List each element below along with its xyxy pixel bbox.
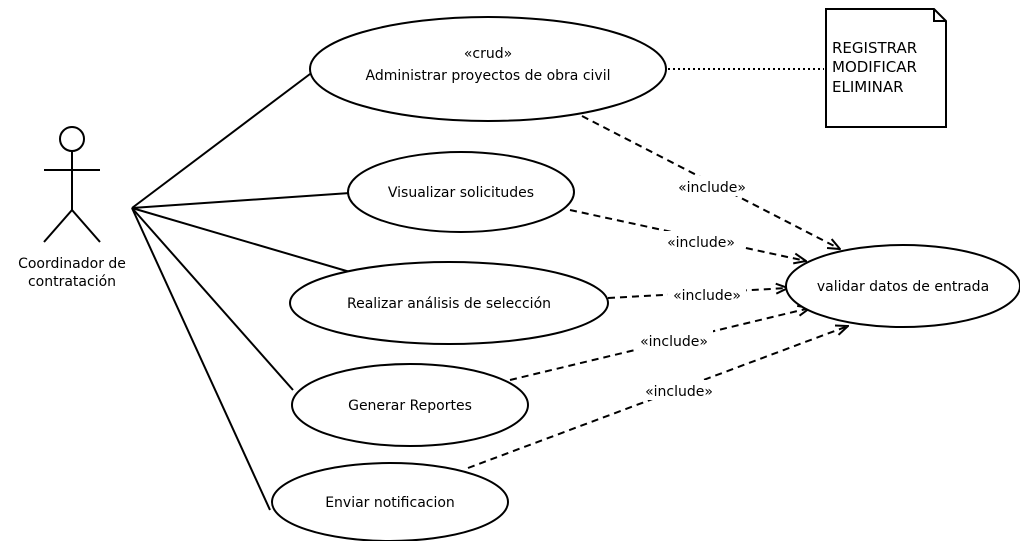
- note-fold: [933, 9, 946, 22]
- note-body: [825, 8, 947, 128]
- actor-name-line1: Coordinador de: [18, 256, 126, 272]
- use-case-reportes-label: Generar Reportes: [348, 398, 472, 414]
- association-reportes: [131, 207, 294, 391]
- include-label-notificacion: «include»: [645, 384, 713, 400]
- include-arrow-reportes: [509, 308, 810, 381]
- actor-right-leg: [71, 209, 101, 243]
- use-case-admin-stereotype: «crud»: [464, 46, 512, 62]
- include-label-analisis: «include»: [673, 288, 741, 304]
- actor-name-line2: contratación: [28, 274, 116, 290]
- use-case-notificacion-label: Enviar notificacion: [325, 495, 455, 511]
- use-case-validar-label: validar datos de entrada: [817, 279, 989, 295]
- note-crud-operations: REGISTRAR MODIFICAR ELIMINAR: [825, 8, 947, 128]
- use-case-reportes: Generar Reportes: [291, 363, 529, 447]
- association-notificacion: [131, 207, 271, 511]
- include-label-reportes: «include»: [640, 334, 708, 350]
- include-arrow-notificacion: [467, 326, 848, 469]
- association-analisis: [131, 207, 351, 273]
- note-line2: MODIFICAR: [832, 58, 917, 76]
- use-case-analisis-label: Realizar análisis de selección: [347, 296, 551, 312]
- use-case-visualizar: Visualizar solicitudes: [347, 151, 575, 233]
- note-line1: REGISTRAR: [832, 39, 917, 57]
- use-case-validar: validar datos de entrada: [785, 244, 1020, 328]
- include-labels: «include» «include» «include» «include» …: [635, 176, 751, 400]
- use-case-notificacion: Enviar notificacion: [271, 462, 509, 541]
- note-line3: ELIMINAR: [832, 78, 904, 96]
- association-visualizar: [131, 192, 351, 209]
- use-case-admin: «crud» Administrar proyectos de obra civ…: [309, 16, 667, 122]
- actor-head: [59, 126, 85, 152]
- association-admin: [131, 67, 319, 209]
- use-case-admin-label: Administrar proyectos de obra civil: [366, 68, 611, 84]
- actor-left-leg: [43, 209, 73, 243]
- use-case-visualizar-label: Visualizar solicitudes: [388, 185, 534, 201]
- include-label-visualizar: «include»: [667, 235, 735, 251]
- include-label-admin: «include»: [678, 180, 746, 196]
- use-case-analisis: Realizar análisis de selección: [289, 261, 609, 345]
- actor-coordinador: Coordinador de contratación: [18, 126, 126, 290]
- associations: [131, 67, 351, 511]
